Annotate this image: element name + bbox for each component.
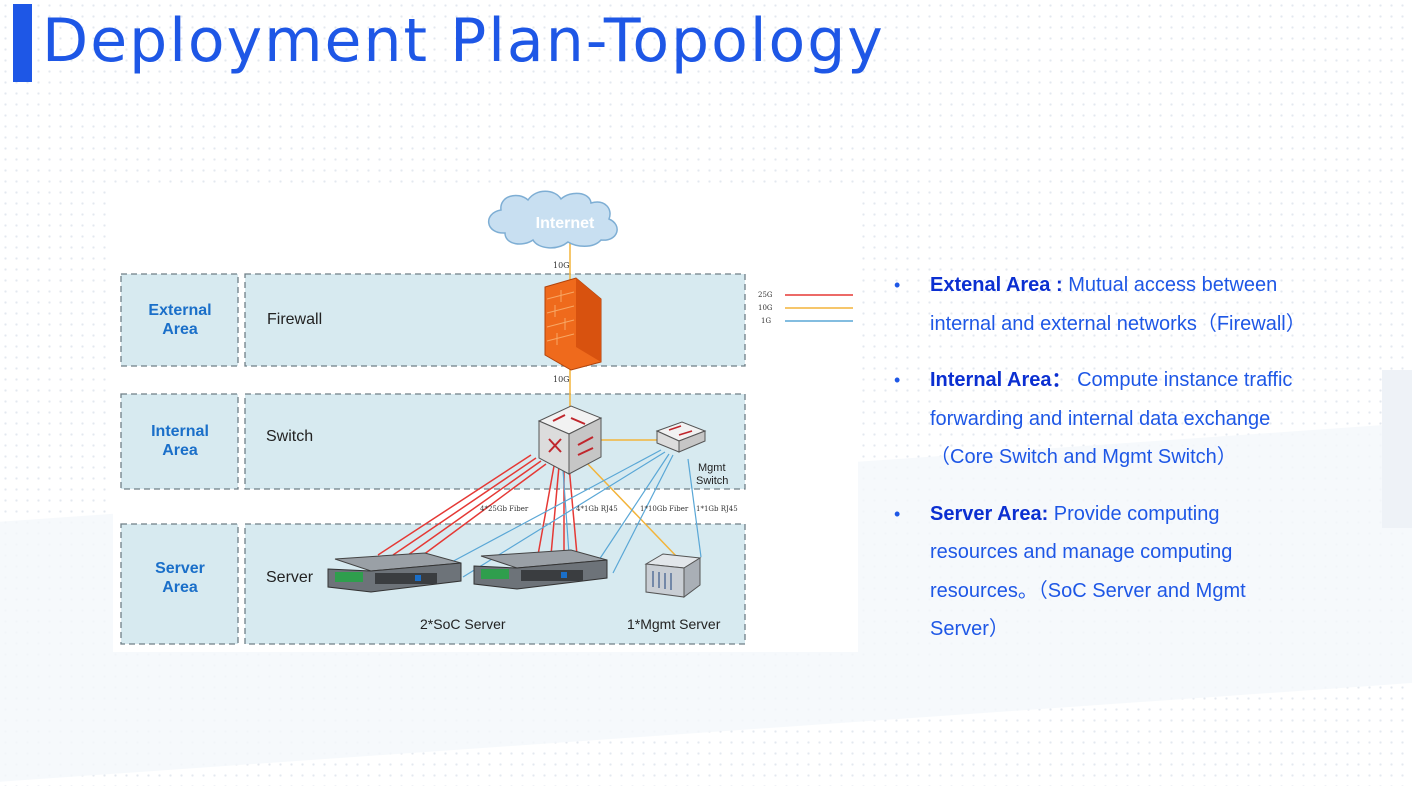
switch-zone-label: Switch bbox=[266, 428, 313, 445]
mgmt-switch-label-1: Mgmt bbox=[698, 462, 726, 474]
link-label-internet-firewall: 10G bbox=[553, 261, 570, 270]
external-area-label-2: Area bbox=[162, 321, 198, 338]
bullet-text: resources and manage computing bbox=[930, 541, 1233, 563]
connection-label-1g-rj45: 4*1Gb RJ45 bbox=[576, 505, 618, 513]
core-switch-icon bbox=[537, 405, 603, 475]
link-label-firewall-switch: 10G bbox=[553, 375, 570, 384]
connection-label-10g-fiber: 1*10Gb Fiber bbox=[640, 505, 689, 513]
bullet-external-area: • Extenal Area : Mutual access between i… bbox=[894, 266, 1394, 343]
server-zone-label: Server bbox=[266, 569, 314, 586]
soc-server-2-icon bbox=[473, 549, 608, 590]
bullet-dot: • bbox=[894, 370, 901, 390]
firewall-icon bbox=[544, 277, 602, 371]
legend-label-25g: 25G bbox=[758, 291, 773, 299]
bullet-dot: • bbox=[894, 503, 901, 524]
link-legend: 25G 10G 1G bbox=[758, 291, 853, 325]
bullet-text: Compute instance traffic bbox=[1071, 369, 1293, 391]
bullet-text: resources。（SoC Server and Mgmt bbox=[930, 579, 1246, 602]
legend-label-1g: 1G bbox=[761, 317, 771, 325]
bullet-text: internal and external networks（Firewall） bbox=[930, 312, 1306, 335]
mgmt-switch-label-2: Switch bbox=[696, 475, 728, 487]
background-block bbox=[1382, 370, 1412, 528]
area-description-list: • Extenal Area : Mutual access between i… bbox=[894, 266, 1394, 667]
internet-label: Internet bbox=[536, 215, 595, 232]
bullet-text: forwarding and internal data exchange bbox=[930, 407, 1271, 430]
firewall-zone-label: Firewall bbox=[267, 311, 322, 328]
internal-area-label-box bbox=[120, 393, 239, 490]
internal-area-label-2: Area bbox=[162, 442, 198, 459]
legend-label-10g: 10G bbox=[758, 304, 773, 312]
bullet-text: Mutual access between bbox=[1062, 274, 1278, 296]
external-area-label-1: External bbox=[148, 302, 211, 319]
bullet-text: （Core Switch and Mgmt Switch） bbox=[930, 446, 1237, 468]
bullet-heading: Internal Area： bbox=[930, 369, 1072, 391]
external-area-label-box bbox=[120, 273, 239, 367]
server-area-label-2: Area bbox=[162, 579, 198, 596]
soc-server-caption: 2*SoC Server bbox=[420, 616, 506, 632]
internet-cloud-icon: Internet bbox=[488, 190, 618, 249]
internal-area-label-1: Internal bbox=[151, 423, 209, 440]
server-area-label-1: Server bbox=[155, 560, 205, 577]
bullet-dot: • bbox=[894, 275, 901, 295]
mgmt-server-caption: 1*Mgmt Server bbox=[627, 616, 721, 632]
bullet-heading: Extenal Area : bbox=[930, 274, 1063, 296]
bullet-server-area: • Server Area: Provide computing resourc… bbox=[894, 495, 1394, 649]
external-area-zone bbox=[244, 273, 746, 367]
server-area-label-box bbox=[120, 523, 239, 645]
connection-label-mgmt-rj45: 1*1Gb RJ45 bbox=[696, 505, 738, 513]
topology-diagram: External Area Internal Area Server Area … bbox=[113, 187, 858, 652]
mgmt-switch-icon bbox=[655, 421, 707, 453]
bullet-internal-area: • Internal Area： Compute instance traffi… bbox=[894, 361, 1394, 477]
bullet-heading: Server Area: bbox=[930, 502, 1049, 525]
mgmt-server-icon bbox=[644, 553, 702, 598]
title-accent-bar bbox=[13, 4, 32, 82]
soc-server-1-icon bbox=[327, 552, 462, 593]
bullet-text: Server） bbox=[930, 618, 1009, 640]
connection-label-25g-fiber: 4*25Gb Fiber bbox=[480, 505, 529, 513]
page-title: Deployment Plan-Topology bbox=[42, 6, 885, 76]
bullet-text: Provide computing bbox=[1048, 502, 1220, 525]
